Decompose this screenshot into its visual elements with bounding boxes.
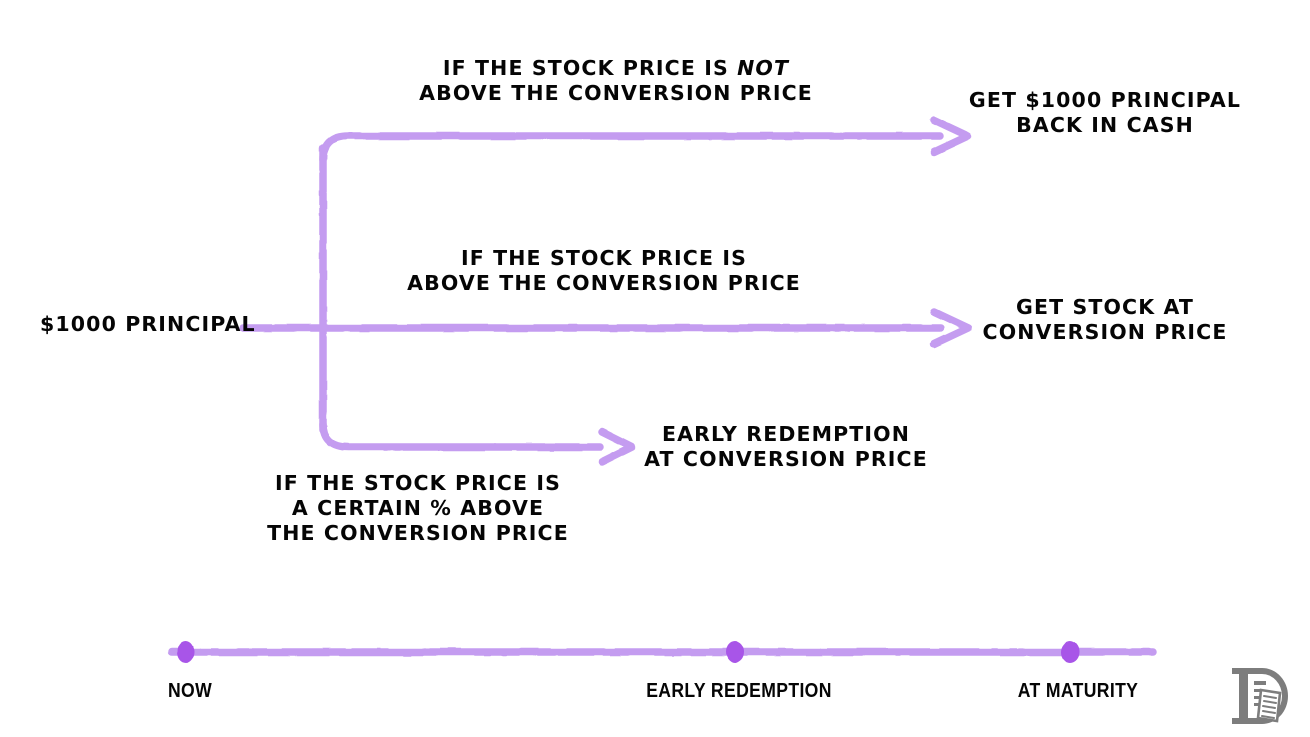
condition-line-3: THE CONVERSION PRICE xyxy=(267,521,569,545)
condition-line-2: A CERTAIN % ABOVE xyxy=(291,496,545,520)
outcome-line-1: EARLY REDEMPTION xyxy=(662,422,910,446)
condition-line-1: IF THE STOCK PRICE IS xyxy=(461,246,747,270)
line-bottom-branch xyxy=(319,420,604,451)
arrowhead-bottom xyxy=(598,428,636,466)
condition-emphasis-not: NOT xyxy=(737,56,790,80)
outcome-line-1: GET STOCK AT xyxy=(1016,295,1194,319)
timeline-label-now: NOW xyxy=(167,680,213,702)
condition-line-2: ABOVE THE CONVERSION PRICE xyxy=(419,81,813,105)
source-label: $1000 PRINCIPAL xyxy=(40,312,256,336)
outcome-line-2: BACK IN CASH xyxy=(1016,113,1194,137)
condition-line-1: IF THE STOCK PRICE IS xyxy=(442,56,738,80)
line-top-branch xyxy=(319,132,944,164)
condition-line-2: ABOVE THE CONVERSION PRICE xyxy=(407,271,801,295)
timeline-label-early-redemption: EARLY REDEMPTION xyxy=(646,680,832,702)
timeline-dot-at-maturity xyxy=(1060,641,1080,663)
condition-line-1: IF THE STOCK PRICE IS xyxy=(275,471,561,495)
outcome-line-2: CONVERSION PRICE xyxy=(982,320,1228,344)
timeline-dot-now xyxy=(177,641,195,663)
outcome-line-1: GET $1000 PRINCIPAL xyxy=(968,88,1242,112)
timeline-label-at-maturity: AT MATURITY xyxy=(1017,680,1139,702)
arrowhead-top xyxy=(930,116,972,156)
arrowhead-middle xyxy=(930,308,972,348)
publisher-logo-icon xyxy=(1232,668,1288,724)
outcome-line-2: AT CONVERSION PRICE xyxy=(644,447,928,471)
timeline-dot-early-redemption xyxy=(726,641,744,663)
